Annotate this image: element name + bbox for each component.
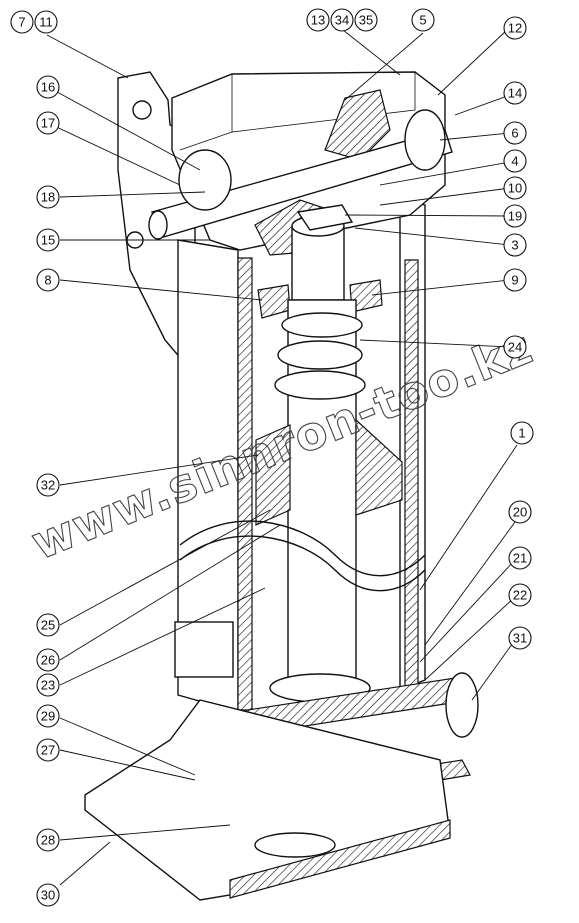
callout-14: 14 [503, 81, 527, 105]
svg-text:29: 29 [41, 709, 55, 724]
break-line [179, 520, 426, 577]
svg-text:25: 25 [41, 618, 55, 633]
base-plate-hole [254, 832, 336, 858]
svg-text:22: 22 [513, 588, 527, 603]
callout-6: 6 [503, 121, 527, 145]
callout-21: 21 [508, 546, 532, 570]
svg-text:10: 10 [508, 181, 522, 196]
nut-key [296, 204, 354, 231]
svg-text:31: 31 [513, 631, 527, 646]
callout-16: 16 [36, 75, 60, 99]
inner-cylinder-right-wall [404, 259, 419, 691]
svg-text:35: 35 [359, 13, 373, 28]
callout-22: 22 [508, 583, 532, 607]
svg-text:12: 12 [508, 21, 522, 36]
guide-block-left [255, 424, 291, 526]
svg-text:24: 24 [508, 340, 522, 355]
bearing-left [257, 284, 291, 319]
callout-31: 31 [508, 626, 532, 650]
svg-text:15: 15 [41, 233, 55, 248]
base-plate-edge [229, 819, 451, 899]
svg-text:3: 3 [511, 238, 518, 253]
svg-text:5: 5 [419, 13, 426, 28]
callout-18: 18 [36, 185, 60, 209]
callout-3: 3 [503, 233, 527, 257]
svg-text:34: 34 [335, 13, 349, 28]
drawing-body [84, 71, 479, 901]
callout-19: 19 [503, 204, 527, 228]
pivot-tube-right-end [445, 672, 479, 738]
screw-collar-upper [281, 312, 363, 338]
callout-13: 13 [306, 8, 330, 32]
callout-10: 10 [503, 176, 527, 200]
callout-27: 27 [36, 738, 60, 762]
callout-8: 8 [36, 268, 60, 292]
callout-28: 28 [36, 828, 60, 852]
callout-25: 25 [36, 613, 60, 637]
callout-7: 7 [10, 10, 34, 34]
svg-text:9: 9 [511, 273, 518, 288]
svg-text:28: 28 [41, 833, 55, 848]
callout-9: 9 [503, 268, 527, 292]
shaft-bearing-right [404, 109, 446, 171]
callouts: 7 11 13 34 35 5 12 14 16 17 6 4 18 10 19… [10, 8, 534, 907]
callout-17: 17 [36, 111, 60, 135]
screw-collar-mid [277, 340, 363, 370]
screw-collar-lower [274, 370, 366, 400]
svg-text:13: 13 [311, 13, 325, 28]
svg-text:16: 16 [41, 80, 55, 95]
callout-4: 4 [503, 149, 527, 173]
callout-5: 5 [411, 8, 435, 32]
break-line-lower [179, 535, 426, 592]
svg-text:19: 19 [508, 209, 522, 224]
guide-block-right [355, 418, 403, 516]
callout-12: 12 [503, 16, 527, 40]
svg-text:18: 18 [41, 190, 55, 205]
callout-15: 15 [36, 228, 60, 252]
svg-text:11: 11 [39, 15, 53, 30]
callout-29: 29 [36, 704, 60, 728]
gearbox-edge [179, 131, 233, 151]
shaft-bearing-left [178, 149, 232, 211]
callout-11: 11 [34, 10, 58, 34]
callout-24: 24 [503, 335, 527, 359]
svg-text:14: 14 [508, 86, 522, 101]
callout-23: 23 [36, 673, 60, 697]
svg-text:27: 27 [41, 743, 55, 758]
svg-text:4: 4 [511, 154, 518, 169]
callout-35: 35 [354, 8, 378, 32]
svg-text:1: 1 [518, 426, 525, 441]
callout-1: 1 [510, 421, 534, 445]
gearbox-top-face [231, 72, 416, 133]
svg-text:21: 21 [513, 551, 527, 566]
svg-text:20: 20 [513, 505, 527, 520]
svg-text:23: 23 [41, 678, 55, 693]
bracket-hole-upper [132, 100, 152, 120]
svg-text:32: 32 [41, 478, 55, 493]
svg-text:8: 8 [44, 273, 51, 288]
callout-30: 30 [36, 883, 60, 907]
leader-lines [46, 29, 518, 886]
input-shaft-end [148, 210, 168, 240]
housing-side-plate [174, 621, 234, 678]
lifting-nut [291, 227, 345, 301]
callout-26: 26 [36, 648, 60, 672]
svg-text:6: 6 [511, 126, 518, 141]
callout-34: 34 [330, 8, 354, 32]
svg-text:30: 30 [41, 888, 55, 903]
svg-text:17: 17 [41, 116, 55, 131]
callout-32: 32 [36, 473, 60, 497]
svg-text:7: 7 [18, 15, 25, 30]
callout-20: 20 [508, 500, 532, 524]
svg-text:26: 26 [41, 653, 55, 668]
